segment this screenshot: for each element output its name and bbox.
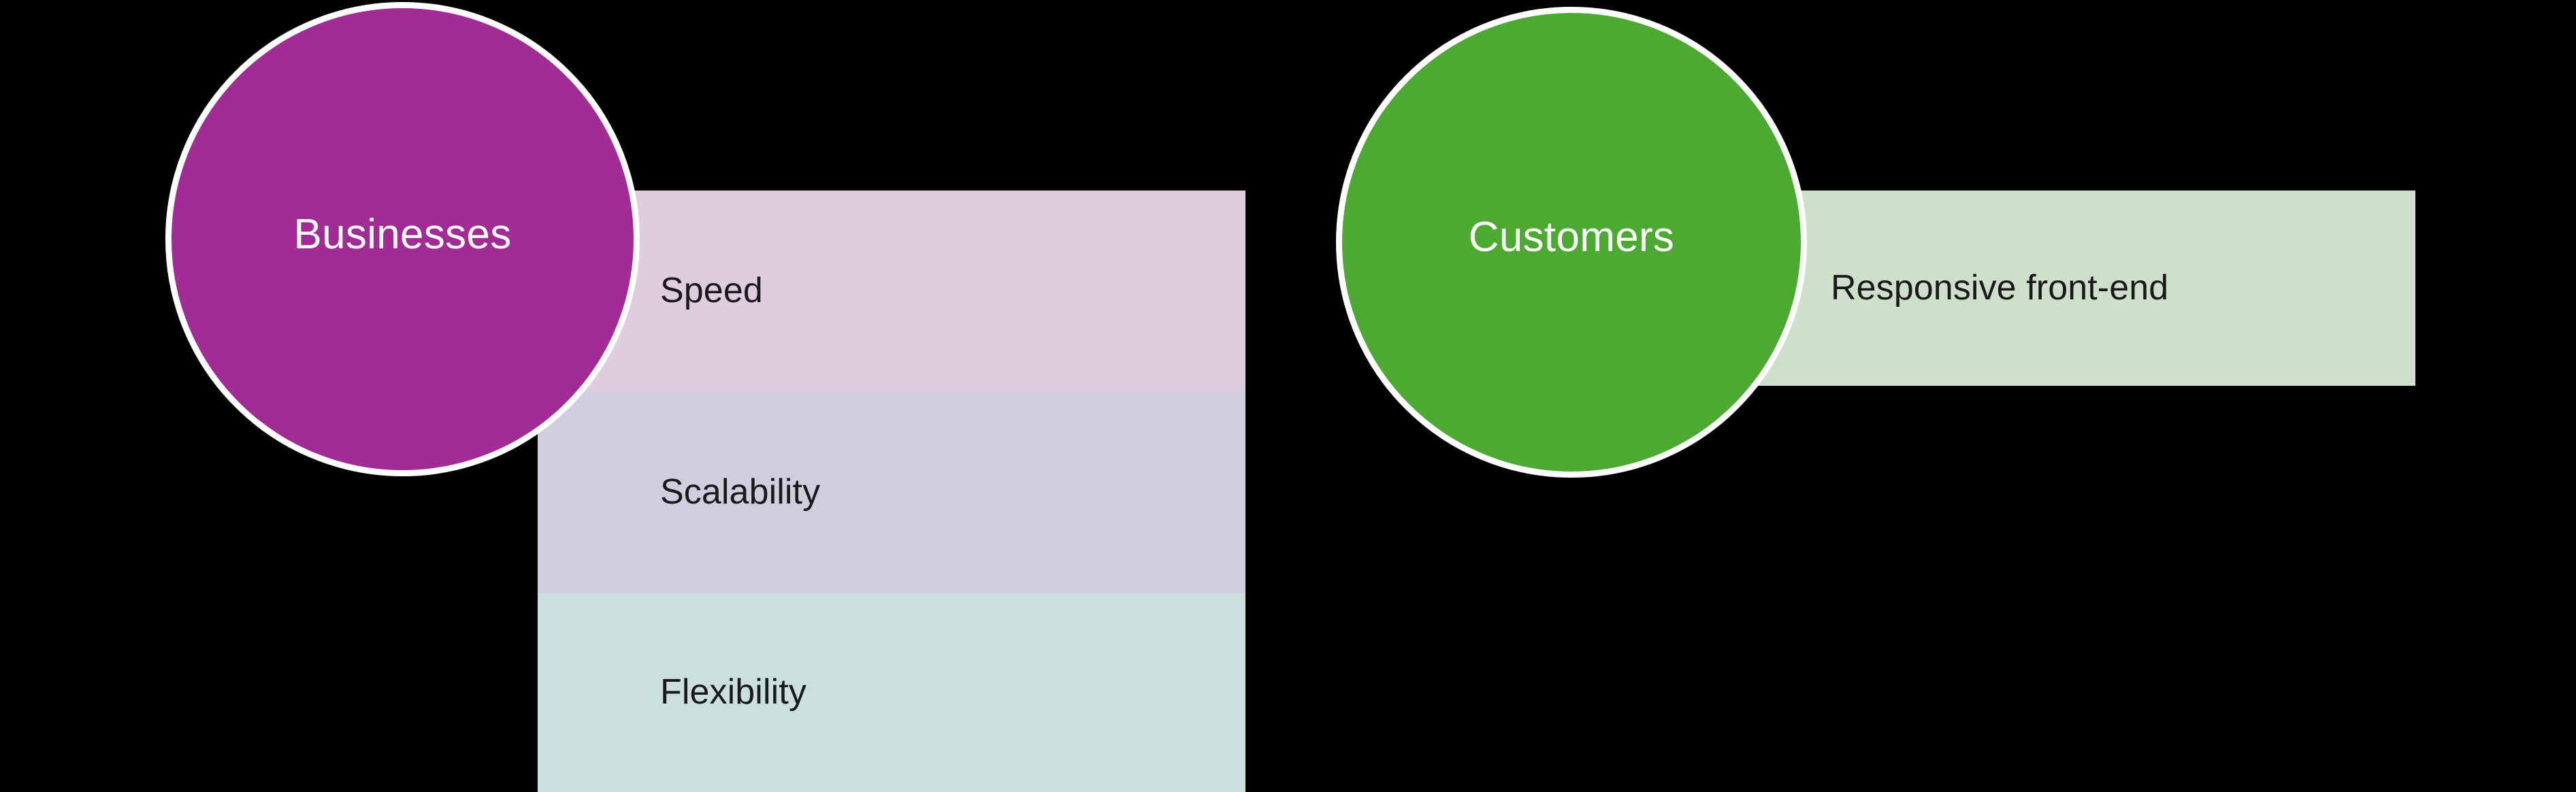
bar-scalability[interactable]: Scalability	[538, 391, 1245, 593]
bar-speed-label: Speed	[660, 270, 763, 310]
circle-customers-label: Customers	[1468, 214, 1675, 261]
circle-customers[interactable]: Customers	[1336, 7, 1807, 478]
bar-flexibility[interactable]: Flexibility	[538, 593, 1245, 792]
bar-responsive-front-end[interactable]: Responsive front-end	[1742, 191, 2415, 386]
bar-flexibility-label: Flexibility	[660, 672, 806, 712]
circle-businesses[interactable]: Businesses	[165, 2, 640, 476]
bar-speed[interactable]: Speed	[538, 191, 1245, 391]
circle-businesses-label: Businesses	[293, 210, 512, 258]
bar-responsive-front-end-label: Responsive front-end	[1831, 267, 2169, 308]
bar-scalability-label: Scalability	[660, 472, 821, 512]
